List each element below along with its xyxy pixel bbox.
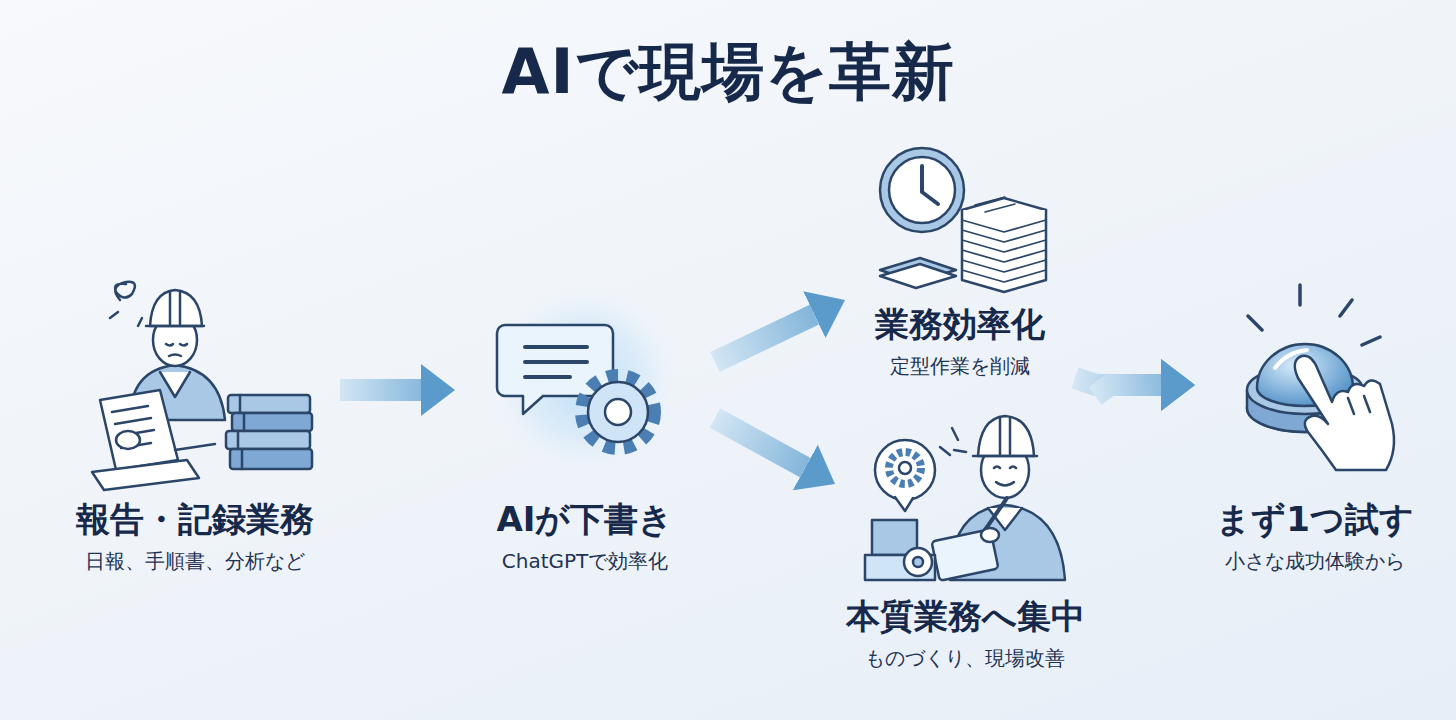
step-subtext: ものづくり、現場改善 [835, 644, 1095, 672]
step-heading: 報告・記録業務 [50, 498, 340, 541]
step-heading: 本質業務へ集中 [835, 595, 1095, 638]
step-block: AIが下書き ChatGPTで効率化 [455, 300, 715, 575]
step-subtext: ChatGPTで効率化 [455, 547, 715, 575]
step-block: まず1つ試す小さな成功体験から [1195, 285, 1435, 575]
step-subtext: 小さな成功体験から [1195, 547, 1435, 575]
flow-arrow [340, 379, 421, 401]
step-subtext: 日報、手順書、分析など [50, 547, 340, 575]
flow-arrow [1095, 385, 1161, 396]
step-block: 報告・記録業務日報、手順書、分析など [50, 270, 340, 575]
step-block: 本質業務へ集中ものづくり、現場改善 [835, 405, 1095, 672]
step-heading: AIが下書き [455, 498, 715, 541]
ai-chat-gear-icon [490, 285, 680, 475]
step-heading: まず1つ試す [1195, 498, 1435, 541]
step-block: 業務効率化定型作業を削減 [845, 140, 1075, 380]
button-press-icon [1247, 285, 1394, 470]
flow-arrow [715, 315, 814, 362]
diagram-title: AIで現場を革新 [0, 30, 1456, 114]
step-heading: 業務効率化 [845, 303, 1075, 346]
step-subtext: 定型作業を削減 [845, 352, 1075, 380]
tired-worker-icon [92, 282, 312, 490]
focused-worker-icon [865, 416, 1065, 581]
clock-documents-icon [880, 148, 1046, 292]
flow-arrow [715, 418, 805, 468]
